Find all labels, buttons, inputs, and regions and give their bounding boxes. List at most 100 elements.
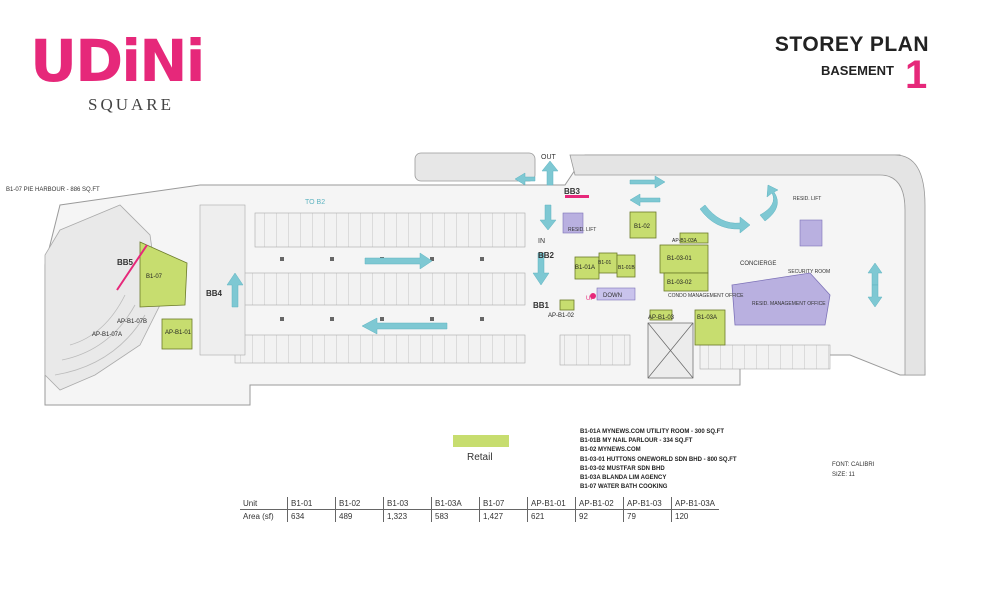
arrow-curve <box>759 184 779 222</box>
bb5-marker <box>116 244 148 291</box>
arrow-down <box>539 204 557 231</box>
tenant-item: B1-03A BLANDA LIM AGENCY <box>580 475 667 482</box>
label-resid-lift-2: RESID. LIFT <box>793 196 821 202</box>
unit-ap-b1-01 <box>161 318 193 350</box>
table-cell: B1-07 <box>479 497 528 510</box>
label-condo-management-office: CONDO MANAGEMENT OFFICE <box>668 293 744 299</box>
table-cell: 120 <box>671 509 719 522</box>
label-in: IN <box>538 238 545 245</box>
table-cell: 79 <box>623 509 672 522</box>
tenant-item: B1-03-01 HUTTONS ONEWORLD SDN BHD - 800 … <box>580 456 737 463</box>
label-out: OUT <box>541 154 557 161</box>
unit-label: B1-03A <box>697 315 717 321</box>
unit-label: AP-B1-03A <box>672 238 698 244</box>
unit-b1-03a <box>694 309 726 346</box>
table-cell: AP-B1-02 <box>575 497 624 510</box>
resid-management-office <box>731 272 831 326</box>
page-title: STOREY PLAN <box>774 33 929 56</box>
arrow-curve <box>699 204 751 234</box>
unit-ap-b1-02 <box>559 299 575 311</box>
parking-row <box>699 344 831 370</box>
unit-label: B1-01A <box>575 265 595 271</box>
arrow-down <box>867 284 883 308</box>
label-up: UP <box>586 296 594 302</box>
arrow-right <box>629 175 666 189</box>
table-cell: Area (sf) <box>243 511 274 521</box>
table-cell: AP-B1-03 <box>623 497 672 510</box>
table-cell: B1-03 <box>383 497 432 510</box>
unit-label: AP-B1-01 <box>165 330 192 336</box>
unit-b1-02 <box>629 211 657 239</box>
arrow-right <box>364 252 433 270</box>
table-cell: B1-03A <box>431 497 480 510</box>
tenant-item: B1-01B MY NAIL PARLOUR - 334 SQ.FT <box>580 438 693 445</box>
label-bb1: BB1 <box>533 301 550 310</box>
arrow-left <box>629 193 661 207</box>
unit-label: AP-B1-03 <box>648 315 675 321</box>
unit-ap-b1-03 <box>649 309 673 321</box>
table-cell: B1-02 <box>335 497 384 510</box>
table-cell: 621 <box>527 509 576 522</box>
legend-retail-label: Retail <box>467 452 493 463</box>
unit-label: AP-B1-07A <box>92 332 122 338</box>
ramp-top-left <box>414 152 536 182</box>
parking-row <box>559 334 631 366</box>
page-subtitle: BASEMENT <box>821 63 894 78</box>
unit-b1-03-02 <box>663 272 709 292</box>
table-cell: 489 <box>335 509 384 522</box>
label-resid-lift: RESID. LIFT <box>568 227 596 233</box>
unit-ap-b1-03a <box>679 232 709 244</box>
arrow-up <box>226 272 244 308</box>
table-cell: 92 <box>575 509 624 522</box>
storey-number: 1 <box>905 53 928 97</box>
arrow-up <box>541 160 559 186</box>
lift-core <box>562 212 584 234</box>
unit-label: AP-B1-02 <box>548 313 575 319</box>
lift-core <box>799 219 823 247</box>
ramp-top-right <box>569 154 926 376</box>
service-block <box>647 322 694 379</box>
brand-logo-sub: SQUARE <box>88 95 175 114</box>
label-security-room: SECURITY ROOM <box>788 269 830 275</box>
unit-label: B1-03-01 <box>667 256 692 262</box>
table-cell: 1,323 <box>383 509 432 522</box>
tenant-list: B1-01A MYNEWS.COM UTILITY ROOM - 300 SQ.… <box>580 428 737 492</box>
label-bb3: BB3 <box>564 187 581 196</box>
table-cell: Unit <box>240 497 288 510</box>
unit-b1-01b <box>616 254 636 278</box>
brand-logo: UDiNi <box>30 27 206 95</box>
label-concierge: CONCIERGE <box>740 261 776 267</box>
arrow-up <box>867 262 883 286</box>
label-to-b2: TO B2 <box>305 199 325 206</box>
label-bb5: BB5 <box>117 258 134 267</box>
unit-b1-03-01 <box>659 244 709 274</box>
tenant-item: B1-03-02 MUSTFAR SDN BHD <box>580 465 665 472</box>
parking-row <box>234 334 526 364</box>
parking-row <box>254 212 526 248</box>
down-ramp <box>596 287 636 301</box>
label-bb2: BB2 <box>538 251 555 260</box>
unit-label: AP-B1-07B <box>117 319 147 325</box>
table-cell: AP-B1-01 <box>527 497 576 510</box>
label-resid-management-office: RESID. MANAGEMENT OFFICE <box>752 301 826 307</box>
table-cell: B1-01 <box>287 497 336 510</box>
bb3-marker <box>565 195 589 198</box>
tenant-item: B1-02 MYNEWS.COM <box>580 447 641 454</box>
floor-plan: TO B2 OUT IN UP DOWN BB1 BB2 BB3 BB4 BB5… <box>44 152 926 406</box>
tenant-item: B1-01A MYNEWS.COM UTILITY ROOM - 300 SQ.… <box>580 429 725 435</box>
table-cell: 1,427 <box>479 509 528 522</box>
up-down-icon <box>590 293 596 299</box>
unit-note: B1-07 PIE HARBOUR - 886 SQ.FT <box>6 187 100 193</box>
font-note: FONT: CALIBRI SIZE: 11 <box>832 462 875 478</box>
table-cell: 583 <box>431 509 480 522</box>
unit-label: B1-03-02 <box>667 280 692 286</box>
arrow-left <box>361 317 448 335</box>
legend-retail-swatch <box>453 435 509 447</box>
unit-label: B1-02 <box>634 224 651 230</box>
table-cell: 634 <box>287 509 336 522</box>
label-bb4: BB4 <box>206 289 223 298</box>
unit-label: B1-01B <box>618 265 635 271</box>
